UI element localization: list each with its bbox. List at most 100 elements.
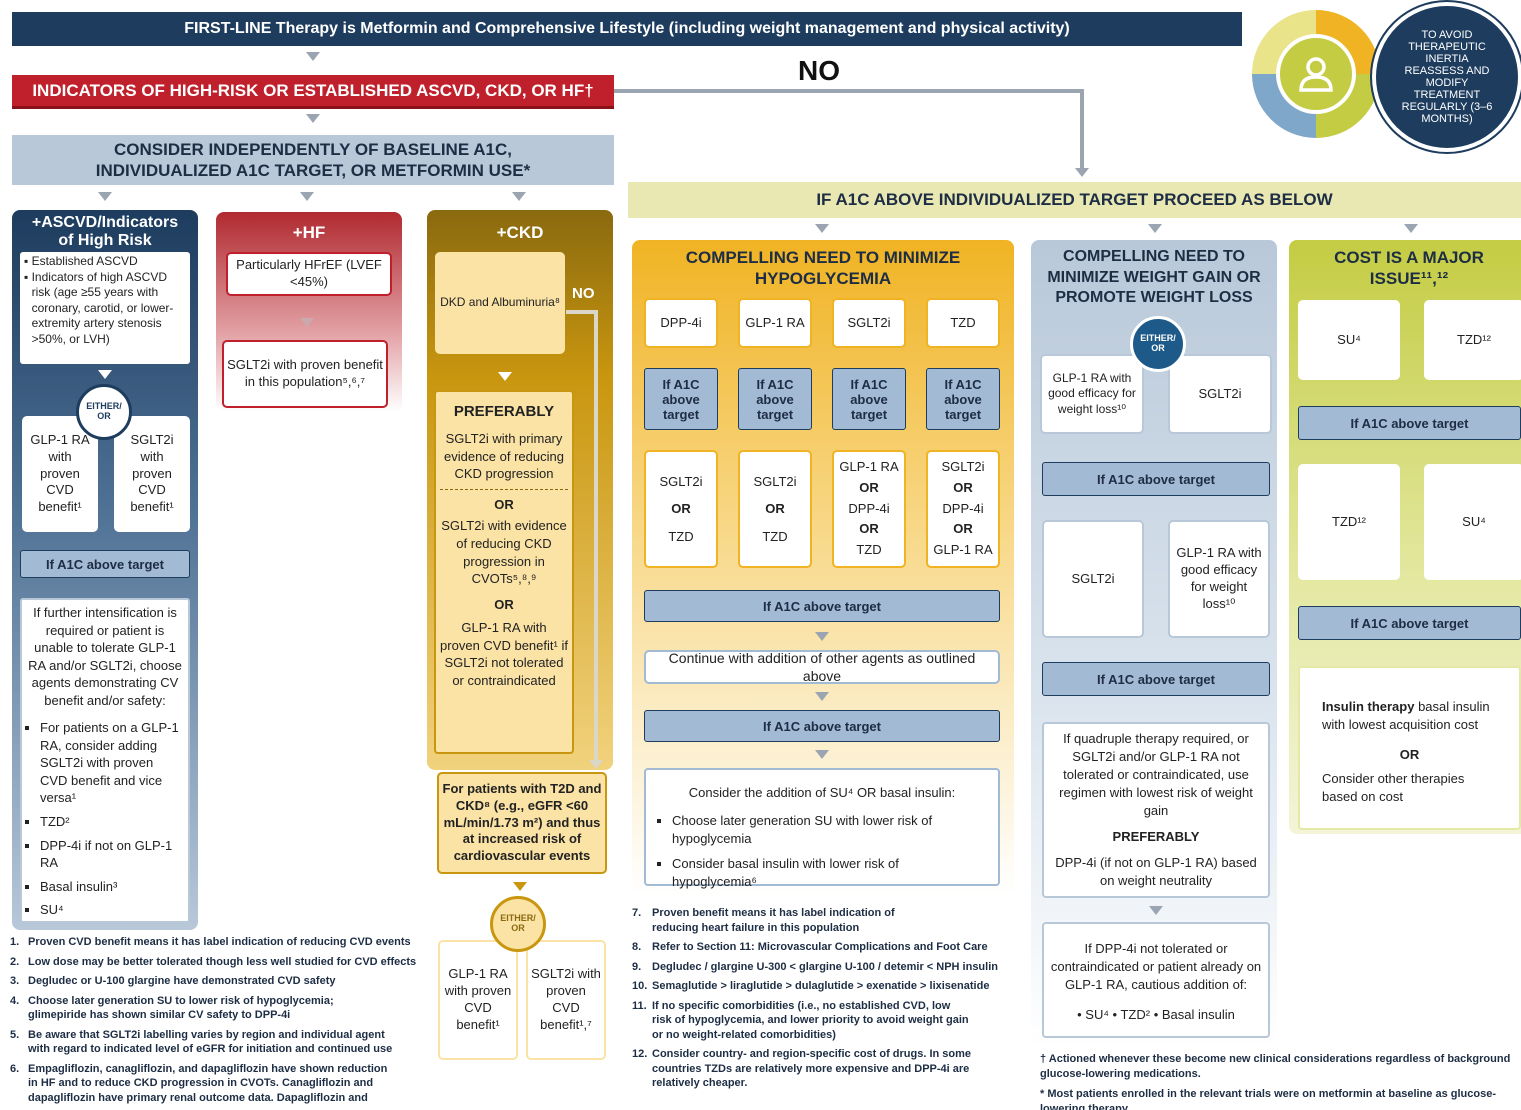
no-top-label: NO: [798, 55, 840, 86]
arrow-down: [589, 760, 603, 769]
footnote-text: Refer to Section 11: Microvascular Compl…: [652, 941, 988, 954]
ascvd-criteria-box: ▪ Established ASCVD ▪ Indicators of high…: [20, 252, 190, 364]
ckd-dkd-text: DKD and Albuminuria⁸: [440, 295, 560, 310]
footnote: 6. Empagliflozin, canagliflozin, and dapa…: [10, 1062, 422, 1106]
divider: [440, 488, 568, 490]
hypo-drug-sglt2: SGLT2i: [832, 298, 906, 348]
either-or-text: EITHER/ OR: [86, 401, 122, 421]
weight-pref-title: PREFERABLY: [1112, 828, 1200, 844]
footnote: 5.Be aware that SGLT2i labelling varies …: [10, 1028, 422, 1057]
or-label: OR: [1399, 746, 1420, 762]
ascvd-title-2: of High Risk: [58, 232, 152, 249]
footnote: 3.Degludec or U-100 glargine have demons…: [10, 974, 422, 989]
drug-label: TZD: [762, 528, 788, 544]
footnote-number: 9.: [632, 960, 642, 973]
footnote-number: 10.: [632, 980, 648, 993]
arrow-down: [815, 632, 829, 641]
hypo-a1c-wide-2: If A1C above target: [644, 710, 1000, 742]
cost-tzd-second: TZD¹²: [1298, 464, 1400, 580]
cost-title-2: ISSUE¹¹,¹²: [1369, 269, 1449, 288]
weight-dpp-text: DPP-4i (if not on GLP-1 RA) based on wei…: [1055, 854, 1257, 888]
connector-line: [566, 310, 596, 314]
either-or-badge: EITHER/ OR: [490, 896, 546, 952]
weight-glp1-second: GLP-1 RA with good efficacy for weight l…: [1168, 520, 1270, 638]
or-label: OR: [671, 501, 691, 517]
drug-label: SGLT2i: [753, 474, 797, 490]
arrow-down: [815, 750, 829, 759]
footnote-text: Empagliflozin, canagliflozin, and dapagl…: [28, 1062, 388, 1104]
footnote-number: 1.: [10, 936, 20, 948]
drug-label: TZD¹²: [1457, 331, 1491, 347]
footnote: 9.Degludec / glargine U-300 < glargine U…: [632, 960, 1012, 975]
footnote-text: Low dose may be better tolerated though …: [28, 955, 417, 968]
or-label: OR: [859, 479, 879, 495]
arrow-down: [300, 192, 314, 201]
hypo-a1c-small: If A1C above target: [926, 368, 1000, 430]
ckd-pref-option: GLP-1 RA with proven CVD benefit¹ if SGL…: [440, 620, 568, 688]
hypo-drug-glp1: GLP-1 RA: [738, 298, 812, 348]
or-label: OR: [953, 521, 973, 537]
hf-hfref-box: Particularly HFrEF (LVEF <45%): [226, 252, 392, 296]
a1c-label: If A1C above target: [763, 598, 881, 614]
or-label: OR: [494, 496, 514, 512]
arrow-down: [815, 224, 829, 233]
a1c-label: If A1C above target: [850, 376, 888, 422]
footnotes-middle: 7.Proven benefit means it has label indi…: [632, 906, 1012, 1091]
cost-su-option: SU⁴: [1298, 300, 1400, 380]
drug-label: GLP-1 RA: [839, 459, 899, 474]
su-basal-list: Choose later generation SU with lower ri…: [658, 812, 986, 891]
ascvd-sglt2-text: SGLT2i with proven CVD benefit¹: [130, 431, 174, 515]
arrow-down: [1075, 168, 1089, 177]
footnote-number: 12.: [632, 1048, 648, 1061]
or-label: OR: [765, 501, 785, 517]
footnote-number: 6.: [10, 1062, 20, 1075]
a1c-label: If A1C above target: [756, 376, 794, 422]
arrow-down: [513, 882, 527, 891]
first-line-text: FIRST-LINE Therapy is Metformin and Comp…: [184, 20, 1070, 37]
weight-quad-box: If quadruple therapy required, or SGLT2i…: [1042, 722, 1270, 898]
footnote-text: Semaglutide > liraglutide > dulaglutide …: [652, 980, 990, 993]
drug-label: SGLT2i: [847, 314, 891, 330]
hypo-su-basal-box: Consider the addition of SU⁴ OR basal in…: [644, 768, 1000, 889]
hf-sglt2-text: SGLT2i with proven benefit in this popul…: [227, 357, 383, 389]
footnote-number: 3.: [10, 975, 20, 988]
footnote-text: Proven benefit means it has label indica…: [652, 907, 895, 934]
drug-label: TZD: [950, 314, 976, 330]
ascvd-intensification-box: If further intensification is required o…: [20, 598, 190, 923]
consider-banner: CONSIDER INDEPENDENTLY OF BASELINE A1C, …: [12, 135, 614, 185]
arrow-down: [1148, 224, 1162, 233]
ascvd-agent-list: For patients on a GLP-1 RA, consider add…: [26, 719, 184, 918]
ascvd-bullet-text: Indicators of high ASCVD risk (age ≥55 y…: [31, 269, 174, 346]
a1c-label: If A1C above target: [944, 376, 982, 422]
cost-title-1: COST IS A MAJOR: [1334, 247, 1484, 267]
ascvd-bullet: ▪ Established ASCVD: [24, 254, 138, 268]
cost-a1c-2: If A1C above target: [1298, 606, 1521, 640]
weight-sglt2-text: SGLT2i: [1198, 385, 1242, 401]
ascvd-sglt2-option: SGLT2i with proven CVD benefit¹: [114, 416, 190, 532]
inertia-text: TO AVOID THERAPEUTIC INERTIA REASSESS AN…: [1401, 28, 1493, 126]
ckd-t2d-text: For patients with T2D and CKD⁸ (e.g., eG…: [442, 780, 602, 864]
ckd-sglt2-text: SGLT2i with proven CVD benefit¹,⁷: [531, 966, 601, 1032]
hypo-continue-box: Continue with addition of other agents a…: [644, 650, 1000, 684]
hypo-title-2: HYPOGLYCEMIA: [754, 269, 892, 288]
weight-title-3: PROMOTE WEIGHT LOSS: [1055, 289, 1253, 307]
risk-indicator-text: INDICATORS OF HIGH-RISK OR ESTABLISHED A…: [32, 80, 594, 100]
consider-line-1: CONSIDER INDEPENDENTLY OF BASELINE A1C,: [114, 139, 512, 159]
drug-label: DPP-4i: [660, 314, 702, 330]
weight-sglt2-second: SGLT2i: [1042, 520, 1144, 638]
insulin-rest: basal insulin with lowest acquisition co…: [1322, 699, 1490, 732]
arrow-down: [815, 692, 829, 701]
hf-title: +HF: [292, 223, 326, 242]
a1c-label: If A1C above target: [1097, 671, 1215, 687]
ascvd-agent-item: Basal insulin³: [40, 878, 184, 896]
ckd-sglt2-option: SGLT2i with proven CVD benefit¹,⁷: [526, 940, 606, 1060]
weight-last-list: • SU⁴ • TZD² • Basal insulin: [1077, 1006, 1235, 1022]
cost-insulin-text: Insulin therapy basal insulin with lowes…: [1322, 698, 1497, 734]
star-footnote: * Most patients enrolled in the relevant…: [1040, 1088, 1497, 1110]
weight-title-1: COMPELLING NEED TO: [1063, 247, 1245, 265]
first-line-banner: FIRST-LINE Therapy is Metformin and Comp…: [12, 12, 1242, 46]
footnotes-left: 1.Proven CVD benefit means it has label …: [10, 935, 422, 1105]
footnotes-right: † Actioned whenever these become new cli…: [1040, 1052, 1521, 1110]
